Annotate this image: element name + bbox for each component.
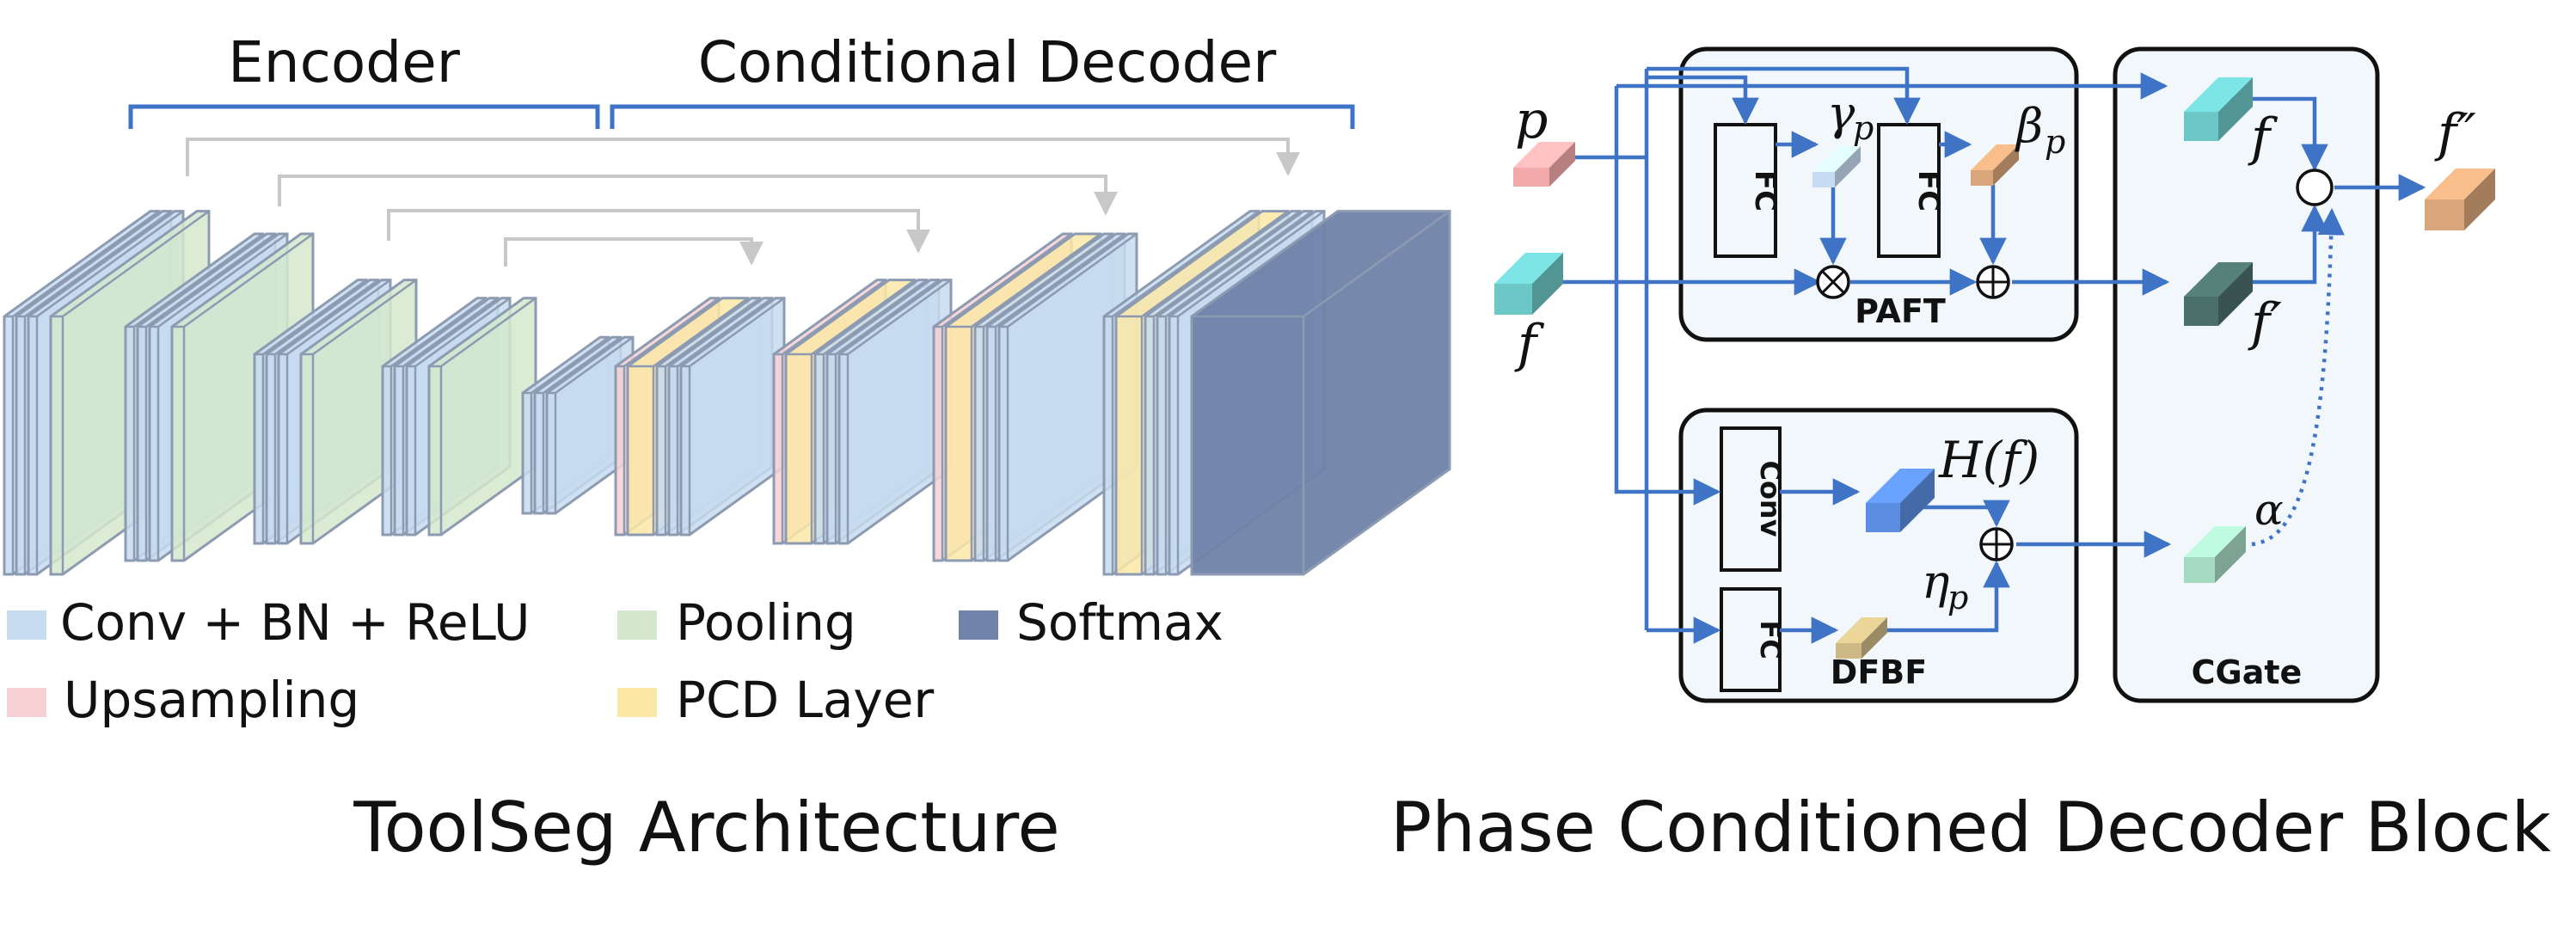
fc-block-gamma-label: FC	[1748, 170, 1782, 212]
gate-operator	[2296, 169, 2334, 206]
cgate-label: CGate	[2192, 653, 2303, 691]
symbol-alpha: α	[2254, 485, 2284, 535]
fc-block-gamma	[1714, 123, 1777, 258]
encoder-bracket	[128, 104, 600, 129]
legend-label-pooling: Pooling	[676, 593, 856, 652]
layer-stacks	[3, 210, 1451, 576]
symbol-beta-sub: p	[2045, 123, 2065, 161]
fc-block-eta-label: FC	[1754, 620, 1787, 659]
fc-block-eta	[1720, 587, 1782, 692]
conv-block-label: Conv	[1754, 460, 1787, 537]
stage-6-layer-5-conv	[679, 297, 786, 537]
tensor-p	[1513, 142, 1575, 187]
symbol-beta: β	[2015, 99, 2043, 153]
operators	[1816, 169, 2334, 561]
stage-7-layer-5-conv	[837, 279, 953, 545]
tensor-f-prime	[2184, 262, 2253, 326]
tensor-beta	[1971, 144, 2019, 186]
architecture-panel: Encoder Conditional Decoder Conv + BN + …	[3, 29, 1451, 868]
symbol-f-prime: f′	[2248, 292, 2282, 353]
decoder-label: Conditional Decoder	[698, 29, 1277, 95]
add-operator-dfbf-cross	[1981, 529, 2012, 560]
legend-swatch-softmax	[959, 610, 998, 640]
fc-block-beta-label: FC	[1911, 170, 1946, 212]
legend-swatch-pcd	[617, 688, 657, 717]
decoder-bracket	[610, 104, 1355, 129]
encoder-label: Encoder	[228, 29, 461, 95]
legend-swatch-upsampling	[7, 688, 46, 717]
symbol-p: p	[1515, 90, 1548, 150]
legend-label-pcd: PCD Layer	[676, 671, 934, 729]
tensors	[1494, 77, 2495, 659]
symbol-h-of-f: H(f)	[1938, 431, 2039, 489]
symbol-f-dprime: f″	[2434, 103, 2476, 163]
decoder-block-panel: PAFT DFBF CGate FC FC Conv FC	[1390, 46, 2552, 868]
tensor-h-of-f	[1866, 469, 1935, 532]
add-operator-paft-cross	[1978, 267, 2009, 297]
legend-label-upsampling: Upsampling	[64, 671, 359, 729]
legend-swatch-conv	[7, 610, 46, 640]
architecture-caption: ToolSeg Architecture	[353, 788, 1059, 868]
legend-label-conv: Conv + BN + ReLU	[60, 593, 530, 652]
cgate-module	[2113, 46, 2380, 703]
legend-swatch-pooling	[617, 610, 657, 640]
stage-9-layer-6-soft	[1190, 210, 1451, 576]
tensor-alpha	[2184, 526, 2246, 583]
symbol-gamma-sub: p	[1853, 109, 1874, 147]
tensor-eta	[1836, 617, 1887, 659]
legend-label-softmax: Softmax	[1016, 593, 1224, 652]
flow-arrows	[1561, 66, 2426, 644]
skip-connections	[186, 138, 1300, 267]
tensor-gamma	[1812, 146, 1861, 187]
tensor-f-dprime	[2425, 169, 2495, 230]
conv-block	[1720, 426, 1782, 572]
tensor-f-input	[1494, 253, 1563, 315]
multiply-operator-cross	[1820, 269, 1846, 295]
stage-5-layer-3-conv	[545, 335, 635, 515]
stage-8-layer-5-conv	[997, 232, 1138, 562]
decoder-block-caption: Phase Conditioned Decoder Block	[1390, 788, 2552, 868]
paft-label: PAFT	[1855, 292, 1946, 330]
stage-4-layer-4-pool	[427, 297, 537, 537]
symbol-eta: η	[1922, 555, 1949, 609]
symbol-gamma: γ	[1827, 86, 1855, 140]
dfbf-label: DFBF	[1831, 653, 1927, 691]
symbol-f-input: f	[1514, 314, 1545, 374]
legend: Conv + BN + ReLU Pooling Softmax Upsampl…	[7, 593, 1224, 729]
symbol-eta-sub: p	[1947, 579, 1968, 616]
tensor-f-cgate	[2184, 77, 2253, 141]
